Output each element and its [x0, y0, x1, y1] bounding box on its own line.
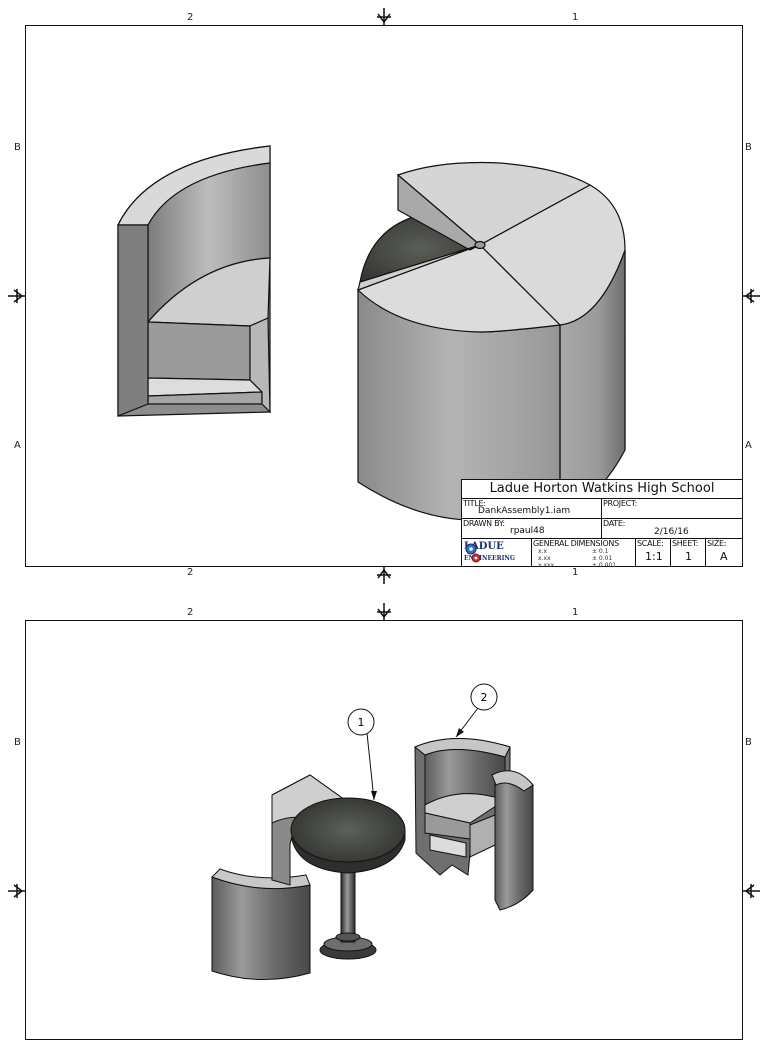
drawing-border-top	[25, 25, 743, 567]
zone-row-label-a-left: A	[14, 440, 21, 451]
zone-row-label-a-right: A	[745, 440, 752, 451]
drawn-by-label: DRAWN BY:	[463, 519, 505, 528]
top-sheet-graphics	[8, 8, 760, 584]
zone-column-label-1-top: 1	[572, 12, 579, 23]
zone-column-label-2: 2	[187, 607, 194, 618]
size-value: A	[720, 550, 728, 563]
balloon-2: 2	[455, 683, 498, 738]
center-mark-left	[8, 289, 25, 303]
balloon-2-number: 2	[481, 691, 488, 704]
balloon-1-number: 1	[358, 716, 365, 729]
zone-column-label-2-bottom: 2	[187, 567, 194, 578]
scale-value: 1:1	[645, 550, 663, 563]
title-block-bottom-row: LADUE ENGINEERING GENERAL DIMENSIONS x.x…	[462, 539, 742, 569]
drawing-sheet-top: 2 1 2 1 B A B A	[8, 8, 760, 584]
logo-sub-text: ENGINEERING	[464, 555, 516, 562]
zone-column-label-2-top: 2	[187, 12, 194, 23]
center-mark-top	[377, 603, 391, 620]
size-label: SIZE:	[707, 539, 727, 548]
drawn-by-value: rpaul48	[510, 526, 545, 536]
date-label: DATE:	[603, 519, 626, 528]
center-mark-bottom	[377, 567, 391, 584]
zone-row-label-b-left: B	[14, 142, 21, 153]
logo-main-text: LADUE	[464, 541, 504, 552]
title-value: DankAssembly1.iam	[478, 506, 571, 516]
curved-seat-part	[117, 145, 271, 417]
title-block-school-row: Ladue Horton Watkins High School	[462, 480, 742, 499]
round-table-part	[290, 797, 406, 960]
gear-logo-icon	[465, 543, 481, 563]
bottom-sheet-graphics: 1 2	[8, 603, 760, 981]
center-mark-left	[8, 884, 25, 898]
title-block-title-row: TITLE: DankAssembly1.iam PROJECT:	[462, 499, 742, 519]
exploded-assembly-view	[211, 738, 534, 981]
zone-row-label-b-left: B	[14, 737, 21, 748]
zone-column-label-1: 1	[572, 607, 579, 618]
general-dimensions-label: GENERAL DIMENSIONS	[533, 539, 619, 548]
zone-column-label-1-bottom: 1	[572, 567, 579, 578]
center-mark-right	[743, 884, 760, 898]
ladue-engineering-logo: LADUE ENGINEERING	[464, 541, 516, 563]
zone-row-label-b-right: B	[745, 737, 752, 748]
tolerance-list: x.x± 0.1 x.xx± 0.01 x.xxx± 0.001	[538, 548, 616, 569]
tolerance-row: x.xx± 0.01	[538, 555, 613, 562]
drawing-sheet-bottom: 2 1 B B	[0, 595, 768, 1040]
project-label: PROJECT:	[603, 499, 637, 508]
tolerance-row: x.xxx± 0.001	[538, 562, 617, 569]
sheet-label: SHEET:	[672, 539, 699, 548]
title-block: Ladue Horton Watkins High School TITLE: …	[461, 479, 743, 569]
armchair-part	[414, 738, 534, 911]
title-block-drawn-row: DRAWN BY: rpaul48 DATE: 2/16/16	[462, 519, 742, 539]
tolerance-row: x.x± 0.1	[538, 548, 609, 555]
center-mark-top	[377, 8, 391, 25]
scale-label: SCALE:	[637, 539, 664, 548]
balloon-1: 1	[347, 708, 377, 801]
date-value: 2/16/16	[654, 527, 689, 537]
zone-row-label-b-right: B	[745, 142, 752, 153]
title-label: TITLE:	[463, 499, 486, 508]
center-mark-right	[743, 289, 760, 303]
cylinder-assembly-part	[356, 161, 626, 521]
sheet-value: 1	[685, 550, 692, 563]
school-name: Ladue Horton Watkins High School	[489, 481, 715, 496]
